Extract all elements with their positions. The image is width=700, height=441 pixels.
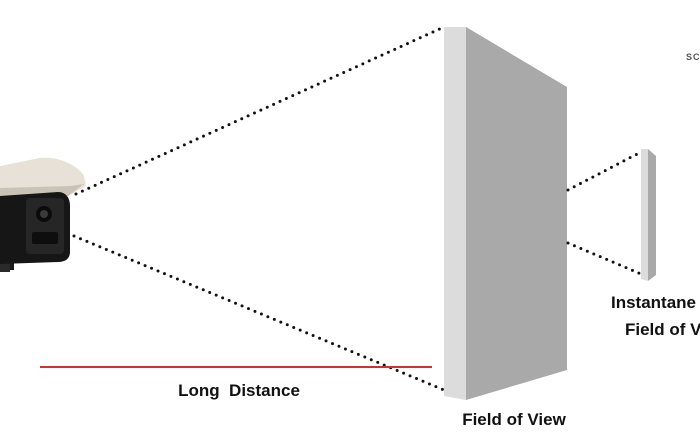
ifov-dotted-line-top — [566, 150, 643, 192]
long-distance-label: Long Distance — [178, 381, 300, 400]
ifov-dotted-line-bottom — [566, 241, 643, 276]
fov-dotted-line-top — [74, 25, 446, 196]
ifov-label-line1: Instantane — [611, 293, 696, 312]
field-of-view-panel — [444, 27, 567, 400]
corner-mark: SC — [686, 52, 700, 62]
security-camera-icon — [0, 157, 86, 272]
instantaneous-fov-panel — [641, 149, 656, 281]
ifov-label-line2: Field of Vi — [625, 320, 700, 339]
field-of-view-label: Field of View — [462, 410, 566, 429]
